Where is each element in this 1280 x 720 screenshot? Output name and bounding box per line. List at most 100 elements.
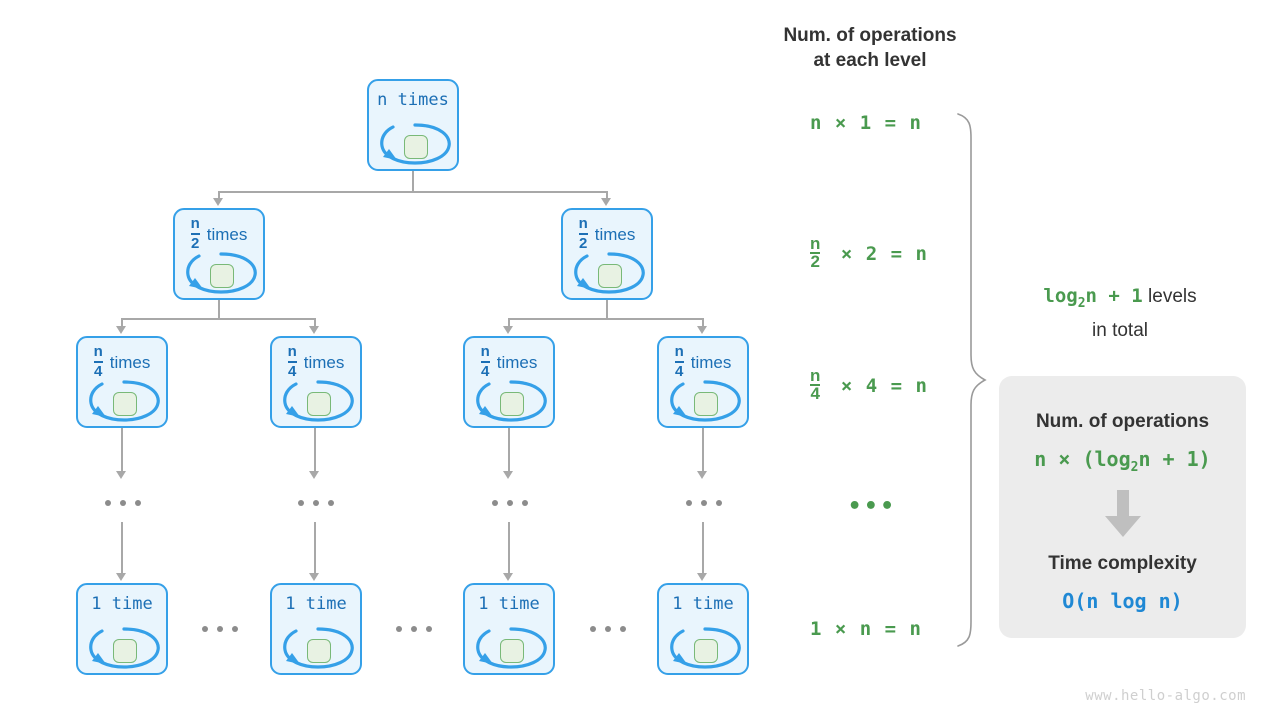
- loop-body-box: [598, 264, 622, 288]
- fraction-bar: [190, 233, 200, 235]
- curly-brace: [957, 113, 987, 647]
- levels-suffix: levels: [1142, 286, 1197, 307]
- connector-stub: [121, 428, 123, 473]
- fraction-bar: [93, 361, 103, 363]
- loop-body-box: [307, 392, 331, 416]
- connector-arrow: [308, 471, 319, 479]
- tree-node-level4-2[interactable]: 1 time: [463, 583, 555, 675]
- node-label: n 4 times: [287, 343, 345, 380]
- loop-arrow-icon: [89, 380, 160, 422]
- connector-stub: [702, 428, 704, 473]
- connector-arrow: [115, 471, 126, 479]
- node-label: n 2 times: [578, 215, 636, 252]
- node-label: 1 time: [672, 594, 734, 614]
- summary-complexity-value: O(n log n): [1062, 589, 1183, 613]
- fraction-bar: [287, 361, 297, 363]
- connector-arrow: [212, 198, 223, 206]
- connector-arrow: [696, 573, 707, 581]
- loop-body-box: [694, 392, 718, 416]
- loop-arrow-icon: [574, 252, 645, 294]
- node-label: 1 time: [91, 594, 153, 614]
- loop-body-box: [113, 639, 137, 663]
- node-label: 1 time: [285, 594, 347, 614]
- fraction: n 4: [480, 343, 490, 380]
- fraction: n 4: [287, 343, 297, 380]
- horizontal-ellipsis: [396, 626, 432, 632]
- tree-node-level3-0[interactable]: n 4 times: [76, 336, 168, 428]
- loop-arrow-icon: [89, 627, 160, 669]
- tree-node-level3-3[interactable]: n 4 times: [657, 336, 749, 428]
- tree-node-level4-1[interactable]: 1 time: [270, 583, 362, 675]
- vertical-ellipsis: [492, 500, 528, 506]
- fraction: n 2: [190, 215, 200, 252]
- connector-stub: [508, 522, 510, 574]
- connector-drop: [606, 191, 608, 200]
- connector-arrow: [502, 326, 513, 334]
- loop-arrow-icon: [670, 380, 741, 422]
- loop-arrow-icon: [670, 627, 741, 669]
- ops-row-ellipsis: •••: [848, 494, 897, 519]
- connector-stub: [218, 300, 220, 320]
- horizontal-ellipsis: [202, 626, 238, 632]
- connector-stub: [412, 171, 414, 193]
- loop-body-box: [307, 639, 331, 663]
- connector-drop: [121, 318, 123, 327]
- levels-formula: log2n + 1: [1043, 285, 1143, 311]
- fraction-bar: [810, 252, 821, 254]
- vertical-ellipsis: [298, 500, 334, 506]
- tree-node-level4-0[interactable]: 1 time: [76, 583, 168, 675]
- ops-row-level1: n × 1 = n: [810, 112, 922, 134]
- node-label: n times: [377, 90, 449, 110]
- tree-node-level3-2[interactable]: n 4 times: [463, 336, 555, 428]
- loop-arrow-icon: [186, 252, 257, 294]
- connector-arrow: [696, 326, 707, 334]
- node-label: n 4 times: [674, 343, 732, 380]
- fraction-bar: [480, 361, 490, 363]
- connector-stub: [702, 522, 704, 574]
- levels-line-2: in total: [1092, 319, 1148, 341]
- connector-stub: [606, 300, 608, 320]
- vertical-ellipsis: [686, 500, 722, 506]
- connector-arrow: [115, 326, 126, 334]
- connector-arrow: [502, 471, 513, 479]
- tree-node-level2-0[interactable]: n 2 times: [173, 208, 265, 300]
- levels-in-total-note: log2n + 1 levels in total: [990, 283, 1250, 344]
- fraction: n 4: [810, 366, 821, 403]
- node-label: n 2 times: [190, 215, 248, 252]
- ops-row-rest: × 2 = n: [840, 242, 928, 265]
- loop-body-box: [500, 392, 524, 416]
- connector-stub: [508, 428, 510, 473]
- fraction-bar: [578, 233, 588, 235]
- connector-stub: [314, 522, 316, 574]
- node-label: n 4 times: [480, 343, 538, 380]
- connector-drop: [702, 318, 704, 327]
- summary-ops-formula: n × (log2n + 1): [1034, 447, 1211, 475]
- horizontal-ellipsis: [590, 626, 626, 632]
- vertical-ellipsis: [105, 500, 141, 506]
- ops-row-level2: n 2 × 2 = n: [810, 235, 928, 270]
- tree-node-level3-1[interactable]: n 4 times: [270, 336, 362, 428]
- ops-row-leveln: 1 × n = n: [810, 618, 922, 640]
- connector-drop: [508, 318, 510, 327]
- connector-bar: [508, 318, 703, 320]
- connector-arrow: [502, 573, 513, 581]
- loop-arrow-icon: [283, 380, 354, 422]
- tree-node-level1-0[interactable]: n times: [367, 79, 459, 171]
- loop-arrow-icon: [380, 123, 451, 165]
- connector-arrow: [696, 471, 707, 479]
- connector-arrow: [115, 573, 126, 581]
- connector-bar: [218, 191, 608, 193]
- tree-node-level2-1[interactable]: n 2 times: [561, 208, 653, 300]
- loop-body-box: [113, 392, 137, 416]
- tree-node-level4-3[interactable]: 1 time: [657, 583, 749, 675]
- node-label: 1 time: [478, 594, 540, 614]
- loop-body-box: [500, 639, 524, 663]
- summary-ops-title: Num. of operations: [1035, 411, 1210, 432]
- ops-row-rest: × 4 = n: [840, 374, 928, 397]
- operations-column-heading: Num. of operations at each level: [750, 23, 990, 73]
- fraction-bar: [674, 361, 684, 363]
- loop-arrow-icon: [476, 380, 547, 422]
- connector-arrow: [308, 326, 319, 334]
- ops-row-level3: n 4 × 4 = n: [810, 366, 928, 403]
